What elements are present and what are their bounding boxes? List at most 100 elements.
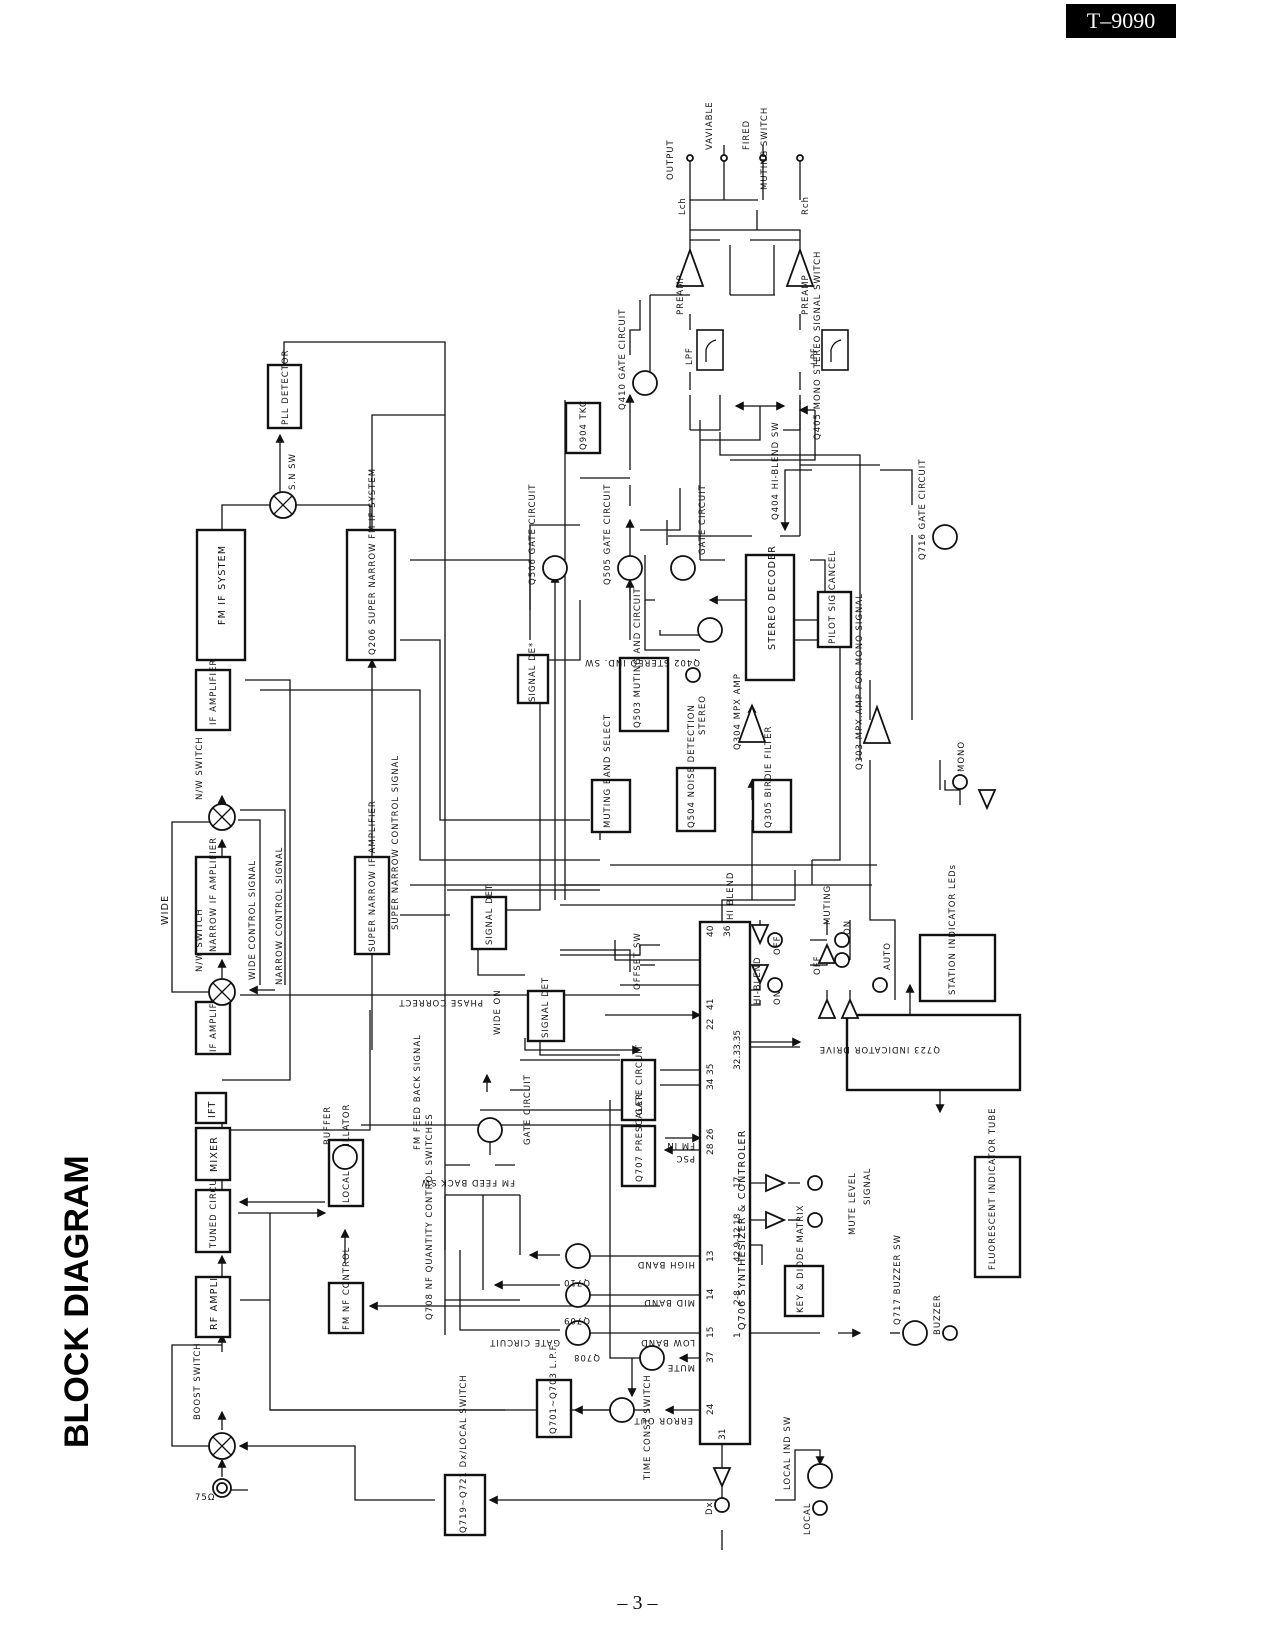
tuned-circuit-block: TUNED CIRCUIT [194, 1169, 232, 1254]
pin-40: 40 [706, 925, 716, 937]
fm-if-system-label: FM IF SYSTEM [217, 545, 228, 625]
signal-det-2-label: SIGNAL DET [541, 977, 551, 1038]
fm-feedback-signal-label: FM FEED BACK SIGNAL [413, 1034, 423, 1150]
fired-label: FIRED [742, 120, 752, 150]
gate-circuit-st-label: GATE CIRCUIT [698, 484, 708, 555]
rf-ampli-block: RF AMPLI [194, 1275, 232, 1339]
super-narrow-fm-if-label: Q206 SUPER NARROW FM IF SYSTEM [368, 468, 378, 655]
q717-circle [902, 1320, 928, 1346]
model-badge: T–9090 [1066, 4, 1176, 38]
fm-if-system-block: FM IF SYSTEM [195, 528, 247, 662]
pin-26: 26 [706, 1128, 716, 1140]
signal-det-3-label: SIGNAL DE* [528, 642, 538, 702]
noise-detection-block: Q504 NOISE DETECTION [675, 704, 717, 833]
if-amplifier-1-block: IF AMPLIFIER [194, 986, 232, 1056]
vaviable-label: VAVIABLE [705, 101, 715, 150]
fm-nf-control-block: FM NF CONTROL [327, 1247, 365, 1335]
pin-32: 32.33.35 [733, 1030, 743, 1070]
mixer-block: MIXER [194, 1126, 232, 1182]
buffer-label: BUFFER [323, 1106, 333, 1145]
high-band-label: HIGH BAND [637, 1259, 695, 1269]
pin-36: 36 [723, 925, 733, 937]
hi-blend-pin-label: HI BLEND [726, 872, 736, 920]
pin-18: 18 [733, 1213, 743, 1225]
pin-31: 31 [718, 1429, 728, 1440]
q708-circle [565, 1320, 591, 1346]
pin-22: 22 [706, 1019, 716, 1030]
pilot-sig-cancel-label: PILOT SIG CANCEL [828, 550, 838, 644]
buzzer-label: BUZZER [933, 1294, 943, 1335]
lpf-l-label: LPF [685, 347, 695, 365]
muting-label: MUTING [823, 885, 833, 925]
q505-label: Q505 GATE CIRCUIT [603, 484, 613, 585]
q304-label: Q304 MPX AMP [733, 673, 743, 750]
wide-on-label: WIDE ON [493, 989, 503, 1035]
signal-det-3-block: SIGNAL DE* [516, 642, 550, 705]
q717-label: Q717 BUZZER SW [893, 1234, 903, 1325]
mixer-label: MIXER [209, 1136, 220, 1172]
muting-switch-label: MUTING SWITCH [760, 107, 770, 190]
stereo-label: STEREO [698, 695, 708, 735]
preamp-r-label: PREAMP [801, 274, 811, 315]
muting-and-circuit-block: Q503 MUTING AND CIRCUIT [618, 587, 670, 733]
signal-det-1-label: SIGNAL DET [485, 884, 495, 945]
q404-label: Q404 HI-BLEND SW [771, 421, 781, 520]
tkc-label: Q904 TKC [579, 400, 589, 450]
q402-label: Q402 STEREO IND. SW [584, 657, 700, 667]
muting-band-select-label: MUTING BAND SELECT [603, 714, 613, 828]
lpf-block-label: Q701~Q703 L.P.F [549, 1345, 559, 1434]
super-narrow-if-amplifier-label: SUPER NARROW IF AMPLIFIER [368, 800, 378, 952]
sn-sw-label: S.N SW [288, 453, 298, 490]
gate-circuit-st-circle [670, 555, 696, 581]
prescaler-block: Q707 PRESCALER [620, 1093, 657, 1188]
annotations: 75Ω BOOST SWITCH N/W SWITCH N/W SWITCH W… [160, 101, 967, 1535]
nw-switch-1-label: N/W SWITCH [195, 908, 205, 972]
phase-correct-label: PHASE CORRECT [398, 997, 483, 1007]
nf-quantity-label: Q708 NF QUANTITY CONTROL SWITCHES [425, 1113, 435, 1320]
fm-in-label: FM IN [666, 1140, 695, 1150]
signal-det-1-block: SIGNAL DET [470, 884, 508, 951]
mid-band-label: MID BAND [643, 1297, 695, 1307]
dx-local-switch-block: Q719~Q721 Dx/LOCAL SWITCH [443, 1374, 487, 1537]
mute-label: MUTE [667, 1362, 695, 1372]
ift-label: IFT [207, 1100, 218, 1118]
gate-circuit-fb-circle [477, 1117, 503, 1143]
led-indicators [685, 667, 968, 1516]
key-diode-matrix-label: KEY & DIODE MATRIX [796, 1205, 806, 1313]
local-ind-sw-circle [807, 1463, 833, 1489]
q716-label: Q716 GATE CIRCUIT [918, 459, 928, 560]
mono-amp-triangle [862, 704, 892, 744]
pilot-sig-cancel-block: PILOT SIG CANCEL [816, 550, 853, 649]
super-narrow-control-label: SUPER NARROW CONTROL SIGNAL [391, 755, 401, 930]
hi-blend-on-label: ON [773, 990, 783, 1005]
birdie-filter-label: Q305 BIRDIE FILTER [764, 726, 774, 828]
preamp-l-label: PREAMP [676, 274, 686, 315]
prescaler-label: Q707 PRESCALER [635, 1093, 645, 1182]
pll-detector-label: PLL DETECTOR [281, 349, 291, 425]
station-indicator-label: STATION INDICATOR LEDs [948, 864, 958, 995]
buffer-circle [332, 1144, 358, 1170]
output-label: OUTPUT [666, 139, 676, 180]
rf-ampli-label: RF AMPLI [209, 1277, 220, 1330]
pin-28: 28 [706, 1143, 716, 1155]
q505-circle [617, 555, 643, 581]
local-label: LOCAL [803, 1502, 813, 1535]
muting-on-label: ON [843, 920, 853, 935]
q506-label: Q506 GATE CIRCUIT [528, 484, 538, 585]
model-number: T–9090 [1086, 8, 1156, 33]
pin-37: 37 [706, 1352, 716, 1363]
q709-circle [565, 1282, 591, 1308]
nw-switch-2-mixer [208, 803, 236, 831]
dx-label: Dx [705, 1501, 715, 1515]
wide-label: WIDE [160, 895, 171, 925]
lpf-r-label: LPF [810, 347, 820, 365]
pin-42: 42 9-12 [733, 1227, 743, 1262]
hi-blend-label: HI-BLEND [753, 956, 763, 1005]
pin-24: 24 [706, 1403, 716, 1415]
narrow-if-amplifier-block: NARROW IF AMPLIFIER [194, 837, 232, 956]
fm-nf-control-label: FM NF CONTROL [342, 1247, 352, 1330]
indicator-drive-label: Q723 INDICATOR DRIVE [819, 1044, 940, 1054]
mute-level-label: MUTE LEVEL [848, 1172, 858, 1235]
fluorescent-tube-block: FLUORESCENT INDICATOR TUBE [973, 1108, 1022, 1279]
